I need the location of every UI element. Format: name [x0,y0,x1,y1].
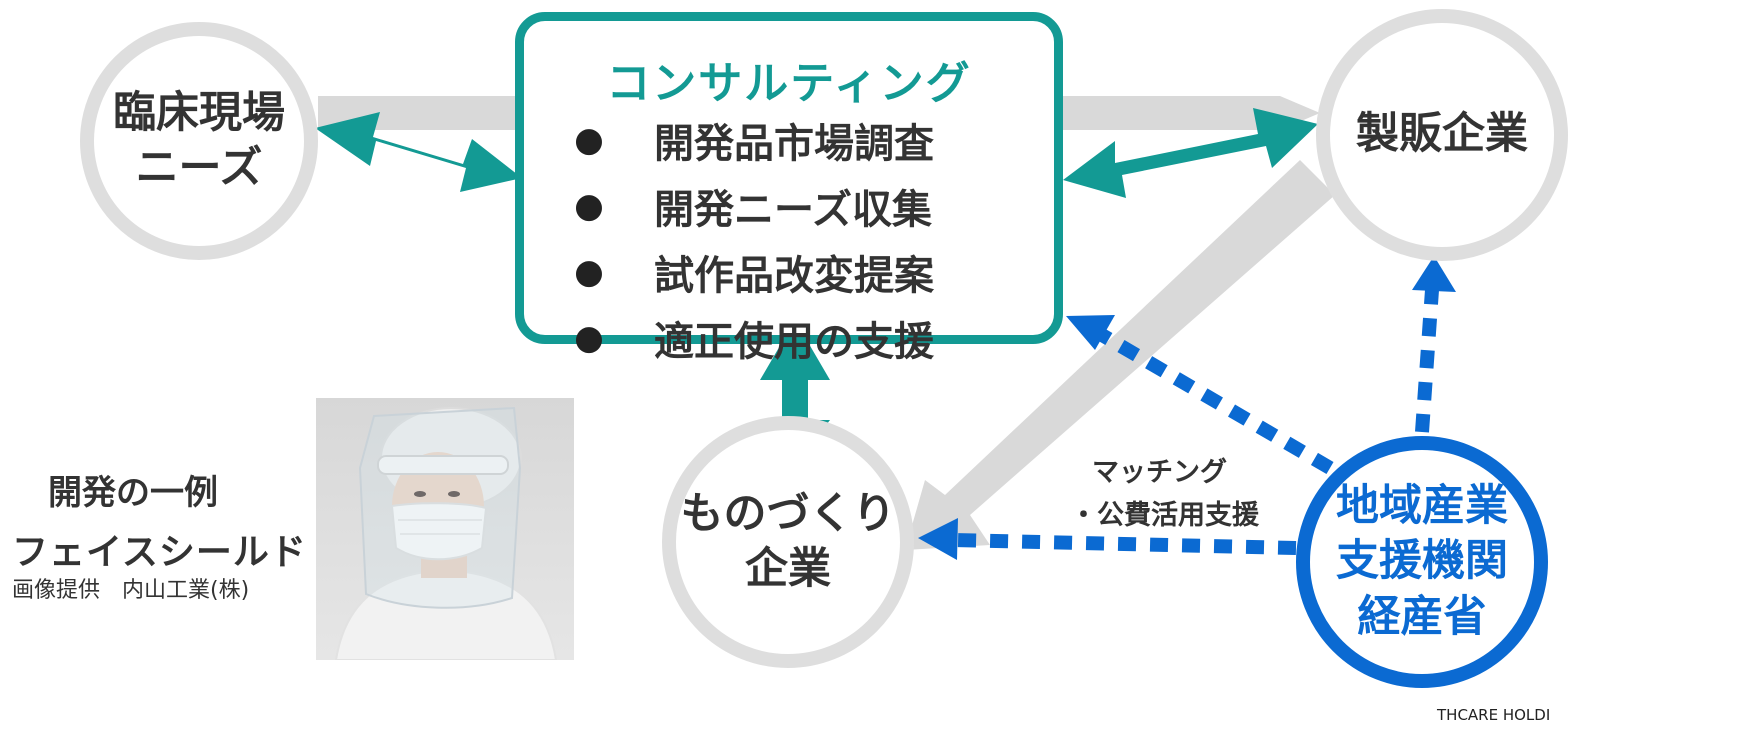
product-name: フェイスシールド [12,532,307,573]
example-label: 開発の一例 [48,473,218,513]
footer-company-text: THCARE HOLDI [1437,706,1551,724]
node-support-line1: 地域産業 [1336,481,1508,532]
node-clinical-line2: ニーズ [135,143,263,193]
consulting-title: コンサルティング [606,58,972,109]
consulting-item-label: 開発品市場調査 [654,121,934,167]
consulting-list: ● 開発品市場調査 ● 開発ニーズ収集 ● 試作品改変提案 ● 適正使用の支援 [524,107,1054,371]
face-shield-illustration [334,406,558,660]
node-clinical-needs: 臨床現場 ニーズ [80,22,318,260]
matching-label-line2: ・公費活用支援 [1070,500,1259,531]
node-monozukuri-company: ものづくり 企業 [662,416,914,668]
image-credit: 画像提供 内山工業(株) [12,578,250,603]
node-support-line3: 経産省 [1357,591,1487,642]
blue-arrow-to-mono [954,533,1297,555]
consulting-item-label: 適正使用の支援 [654,319,934,365]
bullet-icon: ● [574,318,604,358]
consulting-item-label: 開発ニーズ収集 [654,187,932,233]
consulting-item-label: 試作品改変提案 [654,253,934,299]
consulting-item: ● 開発ニーズ収集 [524,173,1054,239]
gray-arrow-seihan-mono [905,160,1335,550]
consulting-item: ● 適正使用の支援 [524,305,1054,371]
blue-arrowhead-seihan [1412,256,1456,292]
matching-label-line1: マッチング [1092,457,1227,488]
bullet-icon: ● [574,120,604,160]
blue-arrowhead-mono [918,518,958,560]
blue-arrow-to-seihan [1415,289,1439,433]
node-seihan-line1: 製販企業 [1356,109,1528,160]
node-support-line2: 支援機関 [1336,536,1508,587]
node-clinical-line1: 臨床現場 [113,87,285,138]
bullet-icon: ● [574,252,604,292]
consulting-box: コンサルティング ● 開発品市場調査 ● 開発ニーズ収集 ● 試作品改変提案 ●… [515,12,1063,365]
consulting-item: ● 開発品市場調査 [524,107,1054,173]
bullet-icon: ● [574,186,604,226]
teal-arrow-consult-seihan [1063,108,1318,198]
blue-arrowhead-consult [1066,315,1115,350]
face-shield-photo [316,398,574,660]
consulting-item: ● 試作品改変提案 [524,239,1054,305]
blue-arrow-to-consult [1098,328,1334,475]
node-mono-line1: ものづくり [680,488,896,539]
blue-dashed-arrows [918,256,1456,560]
teal-arrow-clinical-consult [315,112,522,192]
node-mono-line2: 企業 [745,544,831,594]
node-support-agency: 地域産業 支援機関 経産省 [1296,436,1548,688]
node-seihan-company: 製販企業 [1316,9,1568,261]
